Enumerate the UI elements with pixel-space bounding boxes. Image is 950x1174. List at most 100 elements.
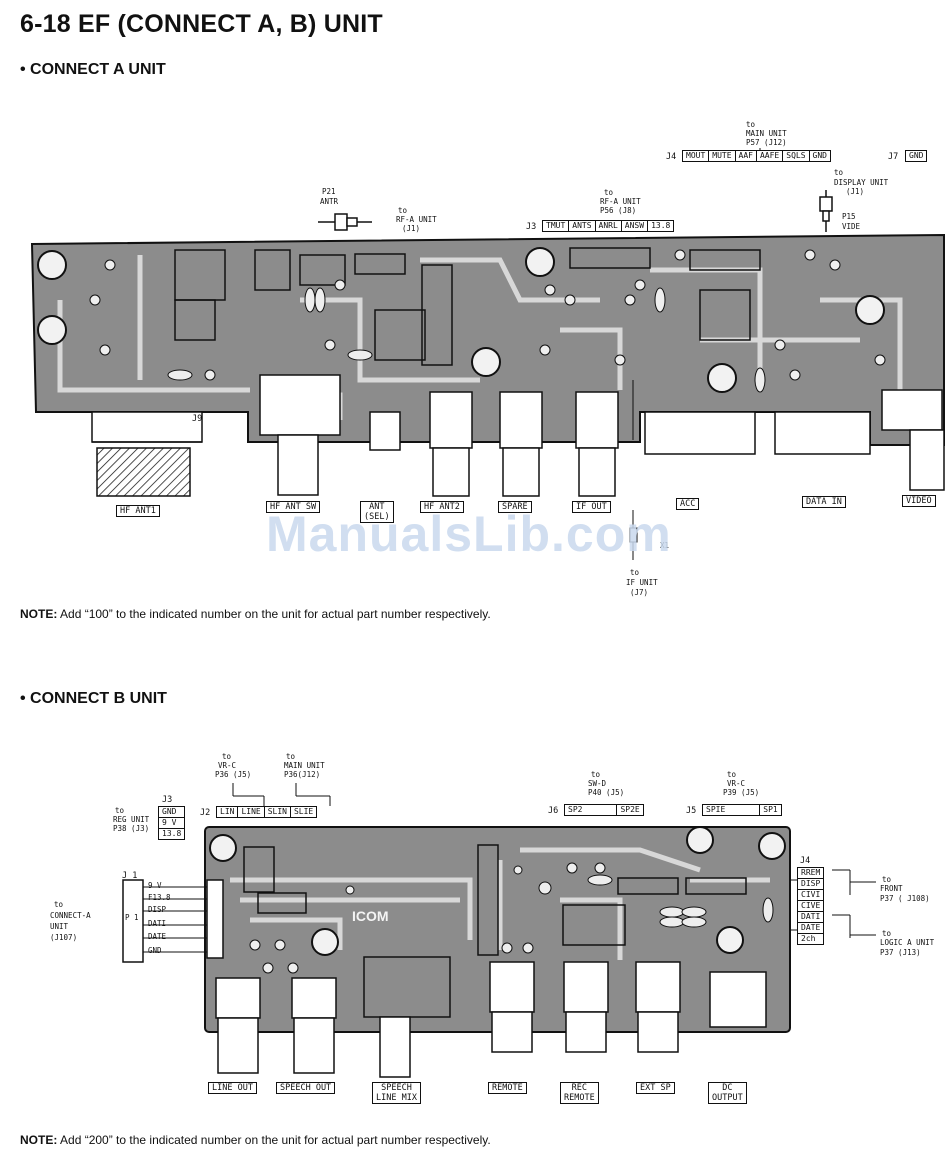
j4-a-pin: MOUT [683, 151, 710, 161]
section-a-heading: • CONNECT A UNIT [20, 61, 166, 78]
output-label: OUTPUT [712, 1093, 743, 1103]
j3-a-label: J3 [526, 222, 537, 232]
conn-to-label: to [54, 900, 64, 909]
p21-label: P21 [322, 187, 336, 196]
watermark: ManualsLib.com [266, 506, 672, 562]
conn-dest1-label: CONNECT-A [50, 911, 91, 920]
icom-logo-text: ICOM [352, 908, 389, 924]
dc-output-label: DC OUTPUT [708, 1082, 747, 1104]
j4-a-pin: SQLS [783, 151, 810, 161]
j1-b-label: J 1 [122, 871, 138, 881]
j1-pin: GND [148, 946, 162, 955]
conn-dest2-label: UNIT [50, 922, 69, 931]
line-mix-label: LINE MIX [376, 1093, 417, 1103]
j4-a-pin-strip: MOUT MUTE AAF AAFE SQLS GND [682, 150, 831, 162]
remote-label: REMOTE [488, 1082, 527, 1094]
section-b-heading: • CONNECT B UNIT [20, 690, 167, 707]
j2-b-pin: LIN [217, 807, 239, 817]
p1-label: P 1 [125, 913, 139, 922]
vrc2-to-label: to [727, 770, 737, 779]
j4-b-pin: DATE [798, 923, 824, 934]
j4-b-pin: CIVI [798, 890, 824, 901]
disp-pin-label: (J1) [846, 187, 865, 196]
p15-label: P15 [842, 212, 856, 221]
main-to-label: to [286, 752, 296, 761]
note-a-bold: NOTE: [20, 607, 58, 621]
vide-label: VIDE [842, 222, 861, 231]
vrc2-pin-label: P39 (J5) [723, 788, 760, 797]
front-pin-label: P37 ( J108) [880, 894, 930, 903]
reg-dest-label: REG UNIT [113, 815, 150, 824]
swd-to-label: to [591, 770, 601, 779]
j2-b-pin-strip: LIN LINE SLIN SLIE [216, 806, 318, 818]
spare-label: SPARE [498, 501, 532, 513]
reg-pin-label: P38 (J3) [113, 824, 150, 833]
acc-label: ACC [676, 498, 700, 510]
vrc1-pin-label: P36 (J5) [215, 770, 252, 779]
main-dest-label: MAIN UNIT [284, 761, 325, 770]
if-to-label: to [630, 568, 640, 577]
j7-a-label: J7 [888, 152, 899, 162]
j3-a-pin: 13.8 [651, 221, 671, 230]
j7-a-pin-strip: GND [905, 150, 928, 162]
logic-pin-label: P37 (J13) [880, 948, 921, 957]
j4-b-pin: CIVE [798, 901, 824, 912]
swd-dest-label: SW-D [588, 779, 607, 788]
sel-label: (SEL) [364, 512, 390, 522]
reg-to-label: to [115, 806, 125, 815]
j4-a-pin: AAFE [757, 151, 784, 161]
j2-b-label: J2 [200, 808, 211, 818]
j3-a-pin: ANSW [622, 221, 649, 231]
rfa1-to-label: to [398, 206, 408, 215]
j4-a-label: J4 [666, 152, 677, 162]
j2-b-pin: SLIN [265, 807, 291, 817]
speech-line-mix-label: SPEECH LINE MIX [372, 1082, 421, 1104]
if-out-label: IF OUT [572, 501, 611, 513]
j2-b-pin: SLIE [293, 807, 314, 816]
j1-pin: DATI [148, 919, 167, 928]
j1-pin: DATE [148, 932, 167, 941]
antr-label: ANTR [320, 197, 339, 206]
j7-a-pin: GND [909, 151, 924, 160]
rec-remote-label: REC REMOTE [560, 1082, 599, 1104]
j1-pin: DISP [148, 905, 167, 914]
line-out-label: LINE OUT [208, 1082, 257, 1094]
j6-b-pin: SP2 [565, 805, 618, 815]
rfa2-dest-label: RF-A UNIT [600, 197, 641, 206]
rfa1-pin-label: (J1) [402, 224, 421, 233]
j3-b-pin: GND [159, 807, 185, 818]
disp-to-label: to [834, 168, 844, 177]
vrc1-dest-label: VR-C [218, 761, 237, 770]
note-a: NOTE: Add “100” to the indicated number … [20, 607, 491, 621]
rfa1-dest-label: RF-A UNIT [396, 215, 437, 224]
j4-dest-label: MAIN UNIT [746, 129, 787, 138]
logic-to-label: to [882, 929, 892, 938]
front-dest-label: FRONT [880, 884, 903, 893]
j4-pin-label: P57 (J12) [746, 138, 787, 147]
x1-label: X1 [660, 541, 670, 550]
note-b-bold: NOTE: [20, 1133, 58, 1147]
hf-ant2-label: HF ANT2 [420, 501, 464, 513]
if-dest-label: IF UNIT [626, 578, 658, 587]
vrc1-to-label: to [222, 752, 232, 761]
j3-a-pin: ANRL [596, 221, 622, 231]
front-to-label: to [882, 875, 892, 884]
j5-b-label: J5 [686, 806, 697, 816]
data-in-label: DATA IN [802, 496, 846, 508]
j3-b-label: J3 [162, 795, 173, 805]
j4-b-pin-column: RREM DISP CIVI CIVE DATI DATE 2ch [797, 867, 825, 945]
j2-b-pin: LINE [238, 807, 265, 817]
j4-b-pin: RREM [798, 868, 824, 879]
hf-ant1-label: HF ANT1 [116, 505, 160, 517]
ant-label: ANT [369, 502, 385, 512]
logic-dest-label: LOGIC A UNIT [880, 938, 935, 947]
j5-b-pin-strip: SPIE SP1 [702, 804, 782, 816]
j4-a-pin: MUTE [709, 151, 736, 161]
ant-sel-label: ANT (SEL) [360, 501, 394, 523]
video-label: VIDEO [902, 495, 936, 507]
note-a-text: Add “100” to the indicated number on the… [57, 607, 491, 621]
j3-a-pin: TMUT [543, 221, 570, 231]
ext-sp-label: EXT SP [636, 1082, 675, 1094]
